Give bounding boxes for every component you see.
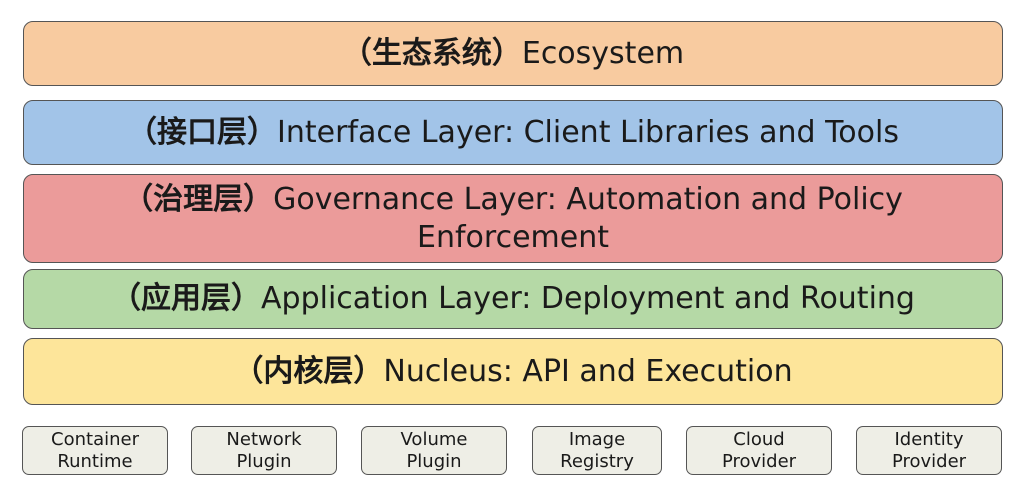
layer-interface: （接口层）Interface Layer: Client Libraries a… (23, 100, 1003, 165)
plugin-label-line2: Provider (891, 450, 967, 472)
layer-governance-cn: （治理层） (123, 181, 274, 217)
layer-application-label: （应用层）Application Layer: Deployment and R… (111, 280, 915, 318)
layer-application-en: Application Layer: Deployment and Routin… (261, 281, 915, 316)
layer-interface-cn: （接口层） (127, 114, 277, 150)
layer-nucleus: （内核层）Nucleus: API and Execution (23, 338, 1003, 405)
plugin-label-line1: Container (51, 428, 139, 450)
plugin-label-line1: Image (568, 428, 626, 450)
layer-ecosystem-label: （生态系统）Ecosystem (342, 35, 684, 73)
layer-interface-label: （接口层）Interface Layer: Client Libraries a… (127, 114, 899, 152)
plugin-label-line1: Cloud (733, 428, 785, 450)
layer-governance-en: Governance Layer: Automation and Policy … (273, 181, 903, 255)
layer-interface-en: Interface Layer: Client Libraries and To… (277, 114, 899, 150)
plugin-label-line1: Network (226, 428, 302, 450)
layer-application: （应用层）Application Layer: Deployment and R… (23, 269, 1003, 329)
plugin-label-line1: Identity (894, 428, 964, 450)
layer-ecosystem: （生态系统）Ecosystem (23, 21, 1003, 86)
plugin-label-line2: Runtime (57, 450, 133, 472)
layer-governance: （治理层）Governance Layer: Automation and Po… (23, 174, 1003, 263)
layer-application-cn: （应用层） (111, 281, 262, 316)
layer-nucleus-label: （内核层）Nucleus: API and Execution (233, 353, 792, 391)
layer-nucleus-en: Nucleus: API and Execution (383, 353, 793, 389)
layer-ecosystem-en: Ecosystem (521, 35, 685, 71)
plugin-label-line2: Plugin (406, 450, 462, 472)
layer-governance-label: （治理层）Governance Layer: Automation and Po… (84, 181, 942, 257)
layer-nucleus-cn: （内核层） (233, 353, 384, 389)
plugin-label-line2: Plugin (236, 450, 292, 472)
plugin-label-line2: Registry (560, 450, 634, 472)
plugin-label-line1: Volume (400, 428, 468, 450)
plugin-label-line2: Provider (721, 450, 797, 472)
layer-ecosystem-cn: （生态系统） (341, 35, 522, 71)
